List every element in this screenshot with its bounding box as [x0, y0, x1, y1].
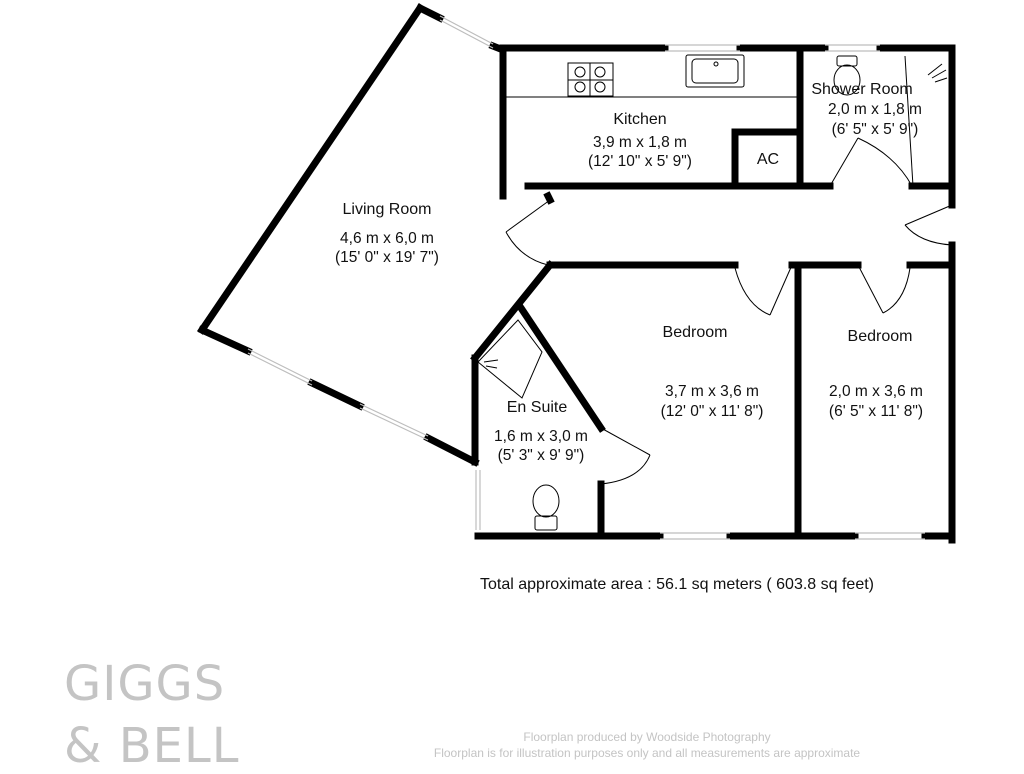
shower-head-icon — [927, 63, 948, 83]
shower-fixtures — [833, 55, 948, 187]
kitchen-fixtures — [505, 54, 800, 98]
room-dim-metric: 2,0 m x 1,8 m — [828, 101, 922, 118]
brand-logo-line-2: & BELL — [64, 718, 240, 774]
total-area-text: Total approximate area : 56.1 sq meters … — [480, 576, 874, 593]
hob-icon — [567, 62, 614, 97]
room-dim-metric: 4,6 m x 6,0 m — [340, 230, 434, 247]
credit-text: Floorplan produced by Woodside Photograp… — [523, 730, 771, 744]
room-dim-imperial: (15' 0" x 19' 7") — [335, 249, 439, 266]
room-label-shower: Shower Room 2,0 m x 1,8 m (6' 5" x 5' 9"… — [811, 81, 922, 138]
room-name: Bedroom — [663, 324, 728, 341]
brand-logo-line-1: GIGGS — [64, 656, 226, 712]
ensuite-fixtures — [477, 319, 560, 531]
room-name: Kitchen — [613, 111, 666, 128]
room-label-bedroom-1: Bedroom 3,7 m x 3,6 m (12' 0" x 11' 8") — [661, 324, 764, 420]
room-dim-metric: 3,7 m x 3,6 m — [665, 383, 759, 400]
room-label-ac: AC — [757, 151, 779, 168]
room-dim-imperial: (12' 0" x 11' 8") — [661, 403, 764, 420]
room-dim-imperial: (5' 3" x 9' 9") — [498, 447, 585, 464]
room-label-bedroom-2: Bedroom 2,0 m x 3,6 m (6' 5" x 11' 8") — [829, 328, 923, 420]
room-dim-imperial: (12' 10" x 5' 9") — [588, 153, 692, 170]
room-dim-metric: 3,9 m x 1,8 m — [593, 134, 687, 151]
walls — [197, 3, 956, 544]
room-name: En Suite — [507, 399, 568, 416]
room-label-kitchen: Kitchen 3,9 m x 1,8 m (12' 10" x 5' 9") — [588, 111, 692, 170]
room-label-ensuite: En Suite 1,6 m x 3,0 m (5' 3" x 9' 9") — [494, 399, 588, 464]
room-dim-imperial: (6' 5" x 5' 9") — [832, 121, 919, 138]
room-label-living: Living Room 4,6 m x 6,0 m (15' 0" x 19' … — [335, 201, 439, 266]
room-name: Bedroom — [848, 328, 913, 345]
shower-tray — [477, 319, 543, 399]
sink-icon — [685, 54, 745, 88]
room-dim-metric: 1,6 m x 3,0 m — [494, 428, 588, 445]
doors — [505, 137, 953, 485]
room-name: Living Room — [343, 201, 432, 218]
windows — [247, 15, 925, 540]
toilet-icon — [833, 55, 861, 96]
room-name: Shower Room — [811, 81, 912, 98]
room-dim-metric: 2,0 m x 3,6 m — [829, 383, 923, 400]
toilet-icon — [532, 484, 560, 531]
disclaimer-text: Floorplan is for illustration purposes o… — [433, 746, 861, 760]
room-name: AC — [757, 151, 779, 168]
room-dim-imperial: (6' 5" x 11' 8") — [829, 403, 923, 420]
